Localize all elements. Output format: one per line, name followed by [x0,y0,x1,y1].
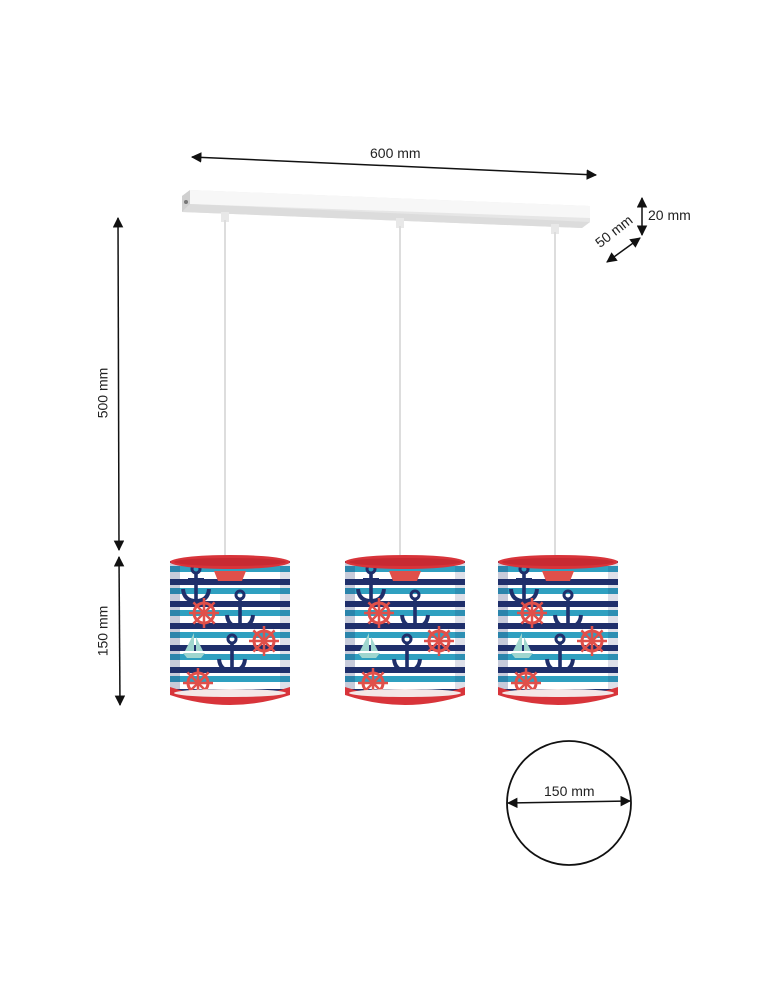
canopy-dimension [606,196,648,263]
diameter-diagram [506,740,632,866]
lamp-shade-2 [345,555,465,705]
cable-height-label: 500 mm [94,367,111,419]
height-dimension [112,216,126,707]
shade-height-label: 150 mm [94,605,111,657]
suspension-cables [221,212,559,556]
width-label: 600 mm [370,145,421,161]
lamp-shade-3 [498,555,618,705]
canopy-height-label: 20 mm [648,207,691,223]
lamp-shade-1 [170,555,290,705]
ceiling-canopy [182,190,590,228]
width-dimension [190,152,598,180]
diameter-label: 150 mm [544,783,595,799]
